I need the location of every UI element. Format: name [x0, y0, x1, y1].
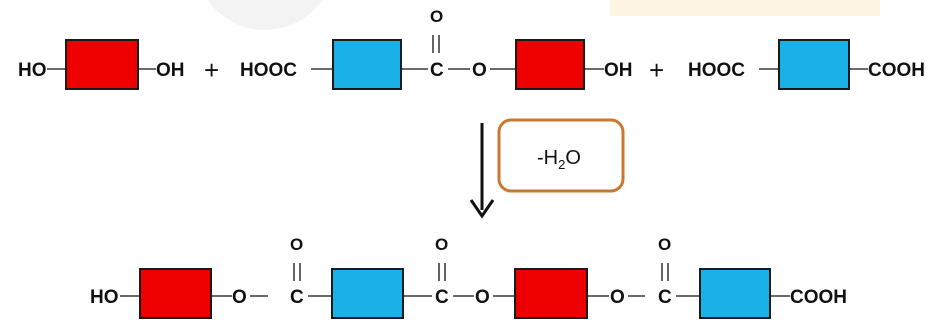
hydroxyl-right-label: OH — [156, 60, 185, 81]
carbon-label: C — [290, 287, 304, 308]
carbonyl-oxygen-label: O — [290, 235, 303, 254]
ester-oxygen-label: O — [610, 287, 625, 308]
watermark — [207, 0, 880, 30]
blue-block — [699, 268, 771, 319]
carbon-label: C — [430, 60, 444, 81]
red-block — [65, 39, 139, 90]
blue-block — [331, 268, 404, 319]
carboxyl-left-label: HOOC — [240, 60, 297, 81]
carboxyl-right-label: COOH — [868, 60, 925, 81]
carbon-label: C — [658, 287, 672, 308]
red-block — [139, 268, 212, 319]
carbonyl-oxygen-label: O — [658, 235, 671, 254]
hydroxyl-left-label: HO — [90, 287, 119, 308]
hydroxyl-left-label: HO — [18, 60, 47, 81]
reactant-diol: HO OH — [18, 39, 185, 90]
hydroxyl-right-label: OH — [604, 60, 633, 81]
red-block — [514, 268, 588, 319]
ester-oxygen-label: O — [475, 287, 490, 308]
red-block — [515, 39, 585, 90]
ester-oxygen-label: O — [232, 287, 247, 308]
blue-block — [778, 39, 850, 90]
carbonyl-oxygen-label: O — [435, 235, 448, 254]
condition-box: -H2O — [497, 118, 625, 193]
plus-sign: + — [204, 55, 219, 85]
carbonyl-oxygen-label: O — [430, 7, 443, 26]
watermark-circle — [207, 0, 323, 30]
water-removal-label: -H2O — [537, 147, 581, 172]
carbon-label: C — [435, 287, 449, 308]
plus-sign: + — [649, 55, 664, 85]
reactant-ester-intermediate: HOOC O C O OH — [240, 7, 633, 90]
reactant-diacid: HOOC COOH — [688, 39, 925, 90]
reaction-arrow — [469, 123, 495, 219]
watermark-bar — [610, 0, 880, 16]
ester-oxygen-label: O — [472, 60, 487, 81]
blue-block — [332, 39, 402, 90]
carboxyl-left-label: HOOC — [688, 60, 745, 81]
carboxyl-right-label: COOH — [790, 287, 847, 308]
product-polyester: HO O O C O C O O O C COOH — [90, 235, 847, 319]
